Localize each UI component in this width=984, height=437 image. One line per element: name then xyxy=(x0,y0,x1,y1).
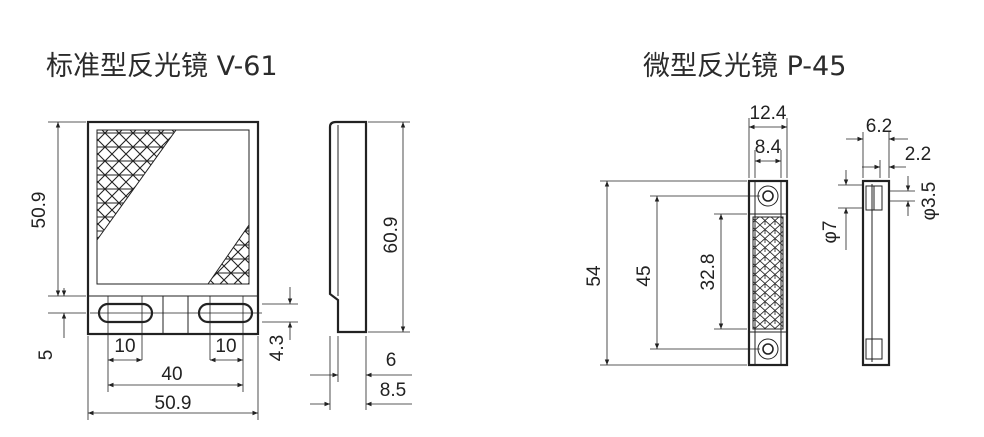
v61-body-outline xyxy=(86,120,260,336)
v61-slot-right-label: 10 xyxy=(215,336,236,357)
title-standard-reflector: 标准型反光镜 V-61 xyxy=(46,51,278,82)
v61-slot-pitch-label: 40 xyxy=(161,364,182,385)
v61-side-outline xyxy=(328,120,368,334)
p45-width-label: 12.4 xyxy=(750,103,787,124)
v61-front-width-label: 50.9 xyxy=(155,393,192,414)
p45-top-hole-inner xyxy=(762,190,774,202)
p45-side-step-label: 2.2 xyxy=(905,144,931,165)
p45-height-label: 54 xyxy=(584,265,605,287)
v61-slot-height-label: 4.3 xyxy=(267,335,288,361)
p45-inner-width-label: 8.4 xyxy=(755,137,782,158)
p45-reflector-frame xyxy=(748,213,788,333)
p45-side-dimensions: 6.2 2.2 φ3.5 φ7 xyxy=(820,116,940,250)
v61-front-height-label: 50.9 xyxy=(29,192,50,229)
v61-slot-offset-label: 5 xyxy=(36,350,57,361)
v61-side-height-label: 60.9 xyxy=(381,217,402,254)
p45-large-hole-label: φ7 xyxy=(820,221,841,244)
p45-reflector-label: 32.8 xyxy=(698,254,719,291)
p45-reflector-area xyxy=(752,216,784,330)
v61-front-view xyxy=(86,120,262,392)
v61-prism-bottom-right xyxy=(207,223,250,285)
p45-side-view xyxy=(861,179,891,367)
p45-front-dimensions: 12.4 8.4 54 45 32.8 xyxy=(584,103,788,366)
v61-slot-left-label: 10 xyxy=(114,336,135,357)
p45-small-hole-label: φ3.5 xyxy=(919,182,940,221)
p45-side-depth-label: 6.2 xyxy=(866,116,892,137)
v61-side-total-label: 8.5 xyxy=(380,380,406,401)
v61-front-dimensions: 50.9 5 10 10 40 50.9 4.3 xyxy=(29,121,298,420)
title-micro-reflector: 微型反光镜 P-45 xyxy=(643,51,847,82)
v61-prism-top-left xyxy=(96,129,177,242)
p45-side-outline xyxy=(861,179,891,367)
p45-bottom-hole-inner xyxy=(762,343,774,355)
p45-hole-pitch-label: 45 xyxy=(634,265,655,286)
v61-side-view: 60.9 6 8.5 xyxy=(310,120,412,410)
p45-side-bottom-boss xyxy=(865,338,883,360)
v61-side-depth-label: 6 xyxy=(386,350,397,371)
p45-front-view xyxy=(747,179,789,367)
